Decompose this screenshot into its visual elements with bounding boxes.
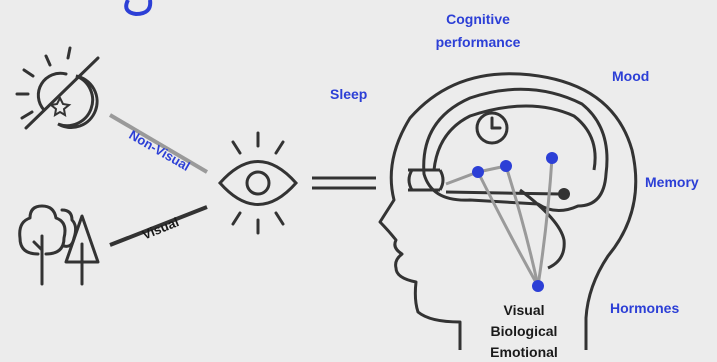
trees-icon <box>20 206 98 284</box>
node-marker <box>500 160 512 172</box>
label-outcome-visual: Visual <box>488 300 560 320</box>
label-sleep: Sleep <box>330 84 367 104</box>
label-mood: Mood <box>612 66 649 86</box>
label-hormones: Hormones <box>610 298 679 318</box>
eye-icon <box>220 133 296 233</box>
label-outcome-biological: Biological <box>482 321 566 341</box>
label-outcome-emotional: Emotional <box>482 342 566 362</box>
node-marker <box>472 166 484 178</box>
label-cognitive-performance: Cognitive performance <box>418 8 538 54</box>
neural-pathways <box>446 158 552 286</box>
node-marker <box>532 280 544 292</box>
sun-moon-crossed-icon <box>17 48 98 128</box>
node-marker-dark <box>558 188 570 200</box>
brain-fold <box>434 106 595 170</box>
title-fragment <box>126 0 150 14</box>
label-memory: Memory <box>645 172 699 192</box>
node-marker <box>546 152 558 164</box>
clock-icon <box>477 113 507 143</box>
